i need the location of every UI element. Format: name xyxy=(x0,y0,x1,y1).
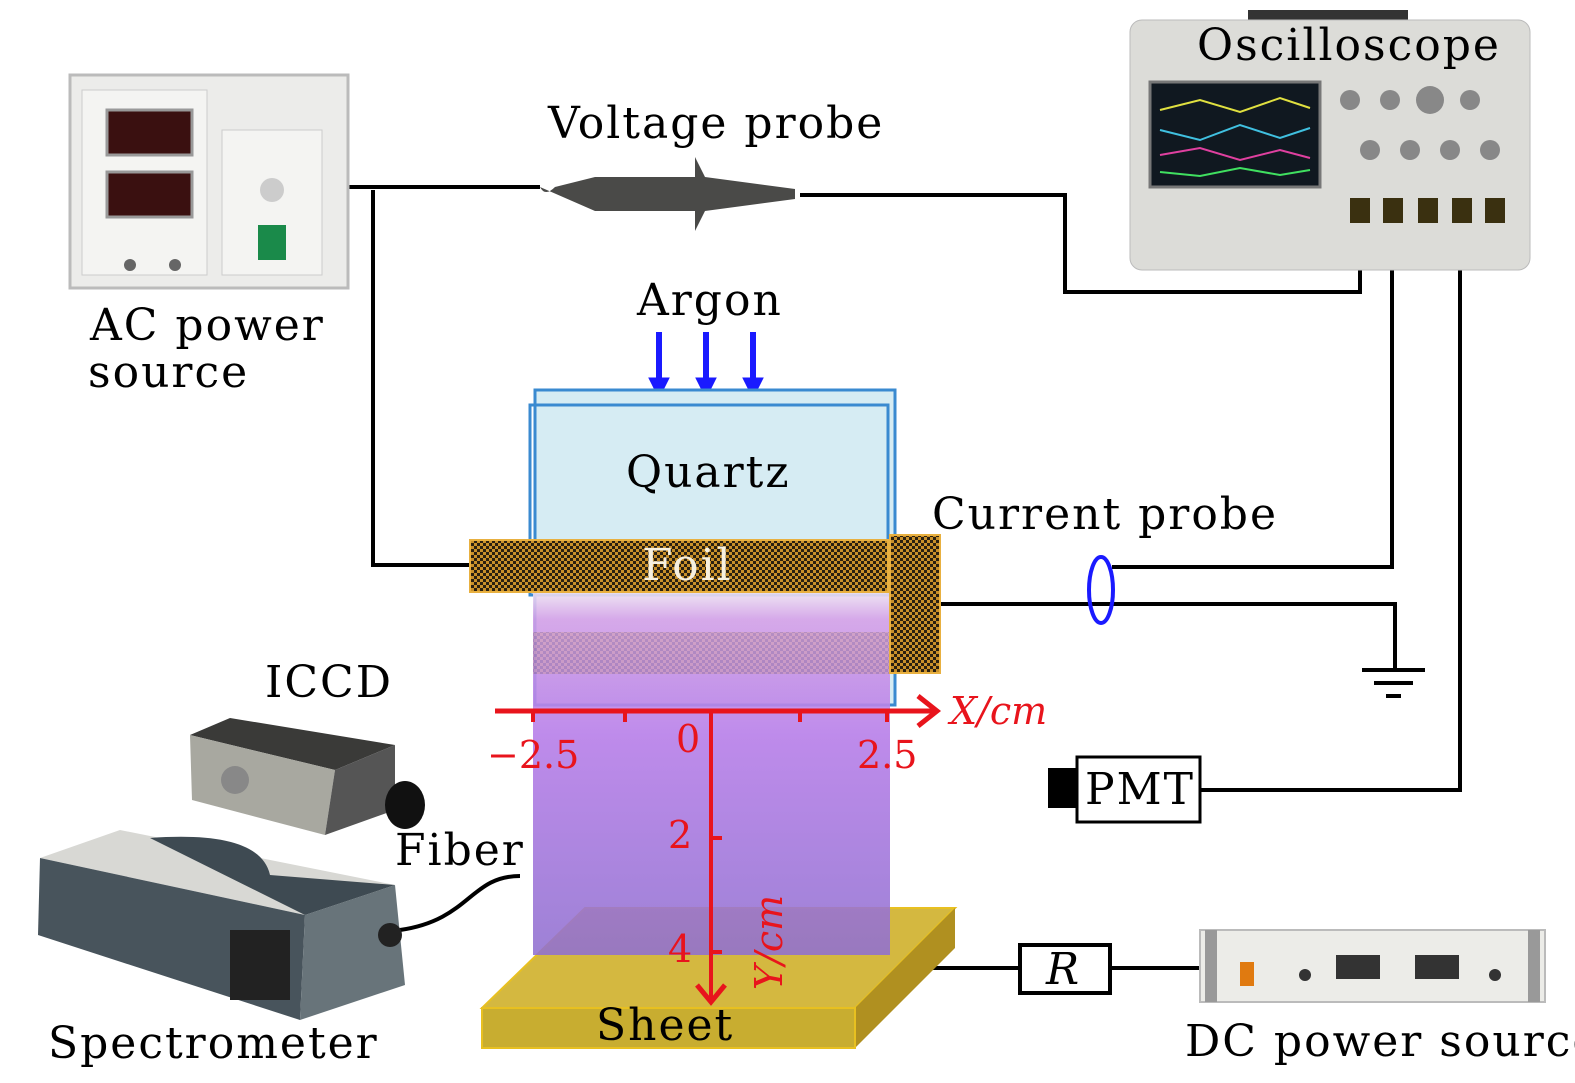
foil-electrode xyxy=(469,534,941,674)
sheet-label: Sheet xyxy=(596,1000,734,1051)
resistor xyxy=(1018,943,1112,995)
x-tick-neg-2-5: −2.5 xyxy=(487,733,579,777)
pmt-device xyxy=(1048,755,1202,824)
current-probe-label: Current probe xyxy=(932,489,1278,540)
y-tick-4: 4 xyxy=(668,927,692,971)
ac-power-label-2: source xyxy=(88,347,249,398)
ground-symbol xyxy=(1362,668,1425,698)
dc-power-source-device xyxy=(1199,929,1546,1003)
oscilloscope-label: Oscilloscope xyxy=(1197,20,1501,71)
voltage-probe-device xyxy=(540,157,795,231)
foil-label: Foil xyxy=(642,540,733,591)
foil-shadow xyxy=(533,632,890,674)
argon-flow-arrows xyxy=(648,332,764,400)
ac-power-source-device xyxy=(68,73,350,290)
x-tick-0: 0 xyxy=(676,717,700,761)
spectrometer-device xyxy=(38,830,405,1020)
spectrometer-label: Spectrometer xyxy=(48,1018,379,1069)
voltage-probe-label: Voltage probe xyxy=(547,98,884,149)
iccd-camera xyxy=(190,718,425,835)
y-tick-2: 2 xyxy=(668,813,692,857)
oscilloscope-device xyxy=(1129,10,1531,271)
ac-power-label: AC power xyxy=(89,300,325,351)
dc-power-label: DC power source xyxy=(1185,1016,1575,1067)
y-axis-label: Y/cm xyxy=(747,895,791,990)
x-axis-label: X/cm xyxy=(947,689,1047,733)
argon-label: Argon xyxy=(636,275,783,326)
quartz-label: Quartz xyxy=(626,447,791,498)
coordinate-axes xyxy=(495,694,942,1006)
iccd-label: ICCD xyxy=(265,657,393,708)
x-tick-2-5: 2.5 xyxy=(857,733,917,777)
pmt-label: PMT xyxy=(1085,764,1195,815)
resistor-label: R xyxy=(1045,944,1081,995)
current-probe-ring xyxy=(1087,555,1115,625)
fiber-label: Fiber xyxy=(395,825,525,876)
